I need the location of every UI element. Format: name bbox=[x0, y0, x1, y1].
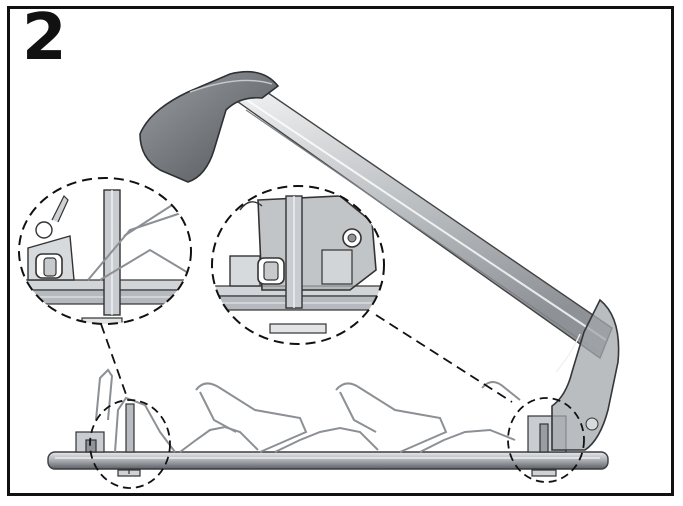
callout-magnifier-right bbox=[211, 185, 385, 345]
callout-leader-left bbox=[100, 323, 129, 401]
ski-carrier-arm bbox=[139, 70, 620, 451]
callout-ring-left bbox=[89, 399, 171, 489]
rubber-grip-profile bbox=[95, 368, 521, 453]
step-number: 2 bbox=[22, 1, 67, 75]
callout-ring-right bbox=[507, 397, 585, 483]
ski-carrier-base bbox=[47, 451, 609, 470]
callout-leader-right bbox=[375, 314, 513, 403]
callout-magnifier-left bbox=[18, 177, 192, 325]
